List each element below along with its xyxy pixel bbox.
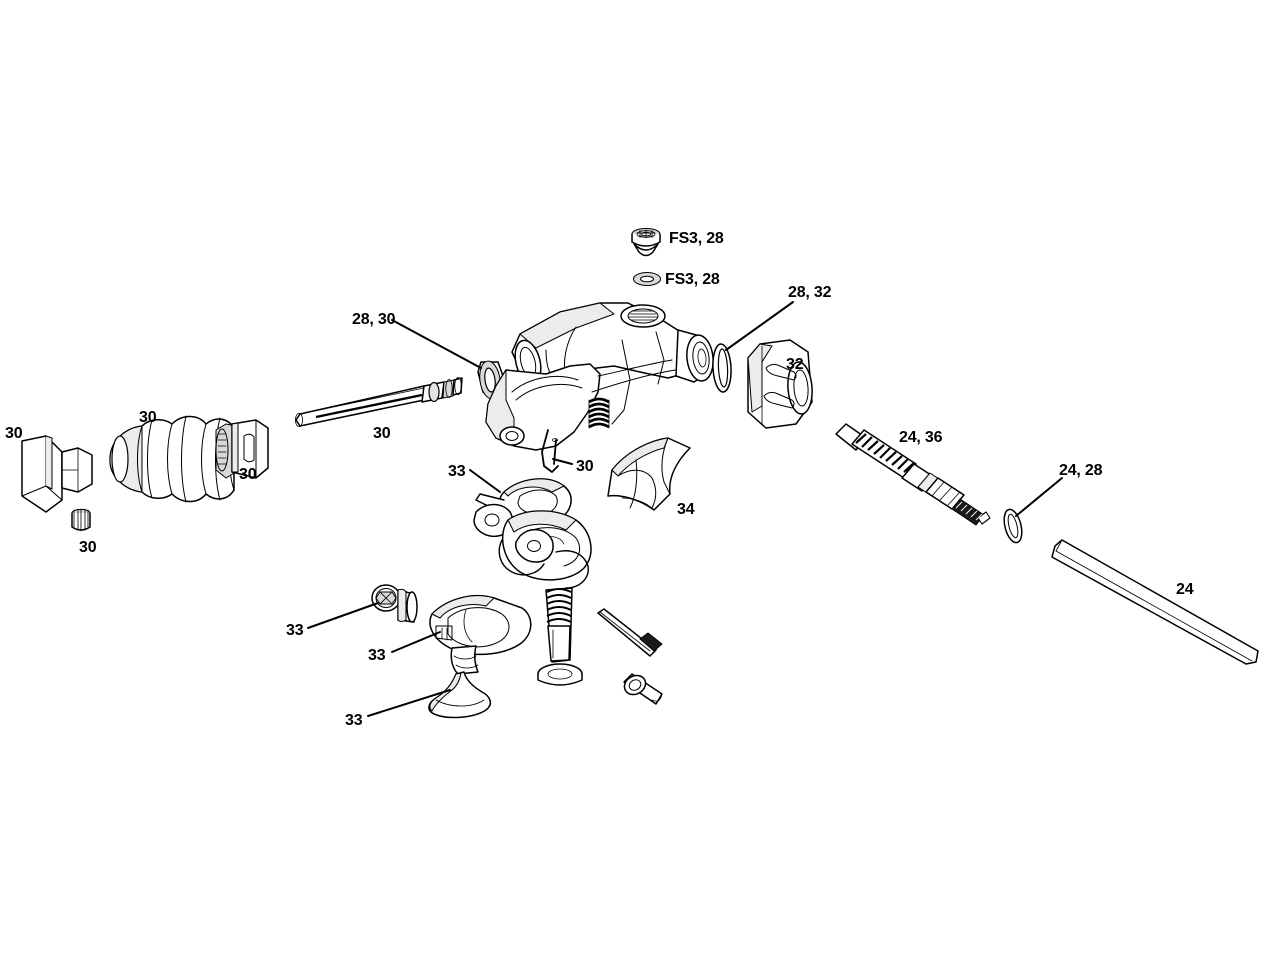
- leader-lines: [307, 301, 1063, 717]
- part-threaded-adjuster-rod: [835, 423, 991, 526]
- callout-33-lever: 33: [368, 647, 386, 664]
- callout-32: 32: [786, 356, 804, 373]
- part-flat-washer: [633, 272, 661, 286]
- callout-30-left-plate: 30: [5, 425, 23, 442]
- part-socket-head-screw: [371, 584, 418, 623]
- callout-30-plug: 30: [79, 539, 97, 556]
- part-conical-knurled-nut: [631, 228, 661, 257]
- callout-24-36: 24, 36: [899, 429, 943, 446]
- callout-fs3-28-washer: FS3, 28: [665, 271, 720, 288]
- callout-30-cap: 30: [239, 466, 257, 483]
- callout-28-30: 28, 30: [352, 311, 396, 328]
- callout-33-upper: 33: [448, 463, 466, 480]
- part-tipped-pin-rod: [597, 608, 663, 657]
- part-end-cap-plate: [21, 435, 93, 513]
- callout-33-knob: 33: [345, 712, 363, 729]
- part-clamp-lever-body: [429, 595, 532, 675]
- part-o-ring-seal: [712, 343, 732, 393]
- part-short-sleeve-bushing: [623, 673, 663, 705]
- callout-28-32: 28, 32: [788, 284, 832, 301]
- callout-fs3-28-nut: FS3, 28: [669, 230, 724, 247]
- part-pivot-shaft-bolt: [294, 376, 463, 427]
- part-small-o-ring: [1003, 508, 1023, 544]
- part-long-tube-bar: [1051, 539, 1259, 665]
- part-main-body-casting: [485, 302, 714, 451]
- part-slotted-end-cap: [747, 339, 813, 429]
- part-clamp-saddle-shim: [607, 437, 691, 511]
- part-rubber-bellows-boot: [109, 415, 235, 503]
- part-knurled-plug: [71, 508, 91, 532]
- callout-24-28: 24, 28: [1059, 462, 1103, 479]
- part-clamp-through-bolt: [537, 587, 583, 686]
- part-bellows-end-cap: [215, 419, 269, 479]
- part-quick-release-clamp: [473, 478, 592, 589]
- callout-30-bellows: 30: [139, 409, 157, 426]
- callout-34: 34: [677, 501, 695, 518]
- callout-33-bolt: 33: [286, 622, 304, 639]
- callout-24-bar: 24: [1176, 581, 1194, 598]
- callout-30-pin: 30: [576, 458, 594, 475]
- callout-30-shaft: 30: [373, 425, 391, 442]
- part-coil-spring-insert: [588, 397, 610, 430]
